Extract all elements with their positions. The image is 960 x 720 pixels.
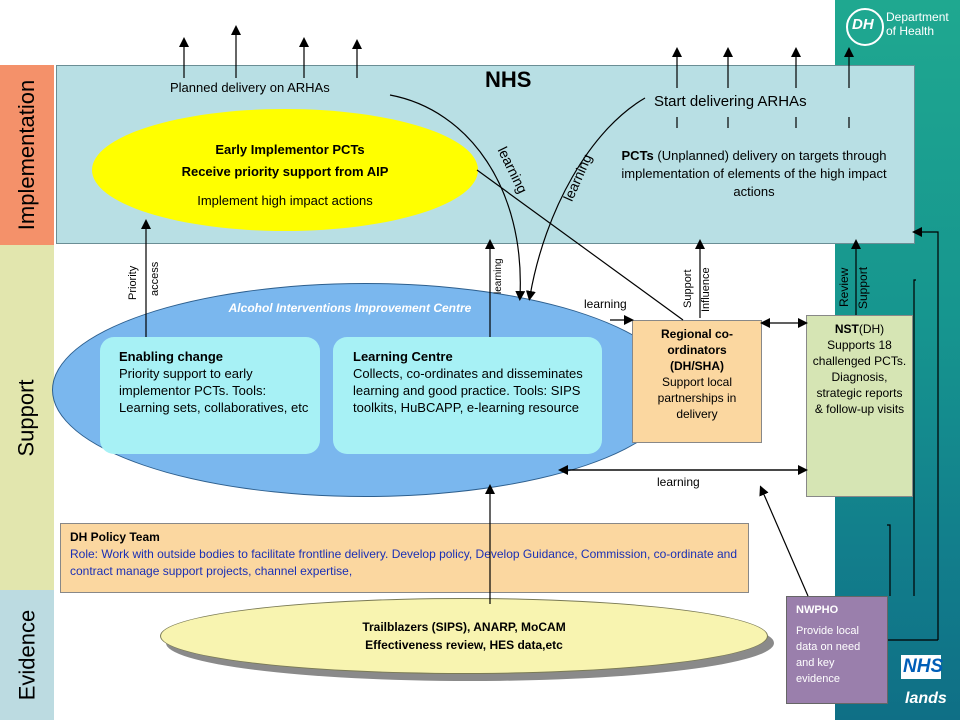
implementation-band (0, 65, 54, 245)
learning-mid-label: learning (584, 297, 627, 311)
support-band (0, 245, 54, 590)
regional-body: Support local partnerships in delivery (657, 375, 737, 421)
dh-mark-icon: DH (846, 8, 884, 46)
dh-wordmark-line1: Department (886, 10, 949, 24)
early-implementor-body: Implement high impact actions (197, 193, 373, 208)
regional-title: Regional co-ordinators (DH/SHA) (660, 327, 733, 373)
early-implementor-title: Early Implementor PCTs (215, 142, 365, 157)
nst-title-rest: (DH) (858, 322, 885, 336)
nst-title-bold: NST (834, 322, 859, 336)
nst-title: NST(DH) (811, 321, 908, 337)
start-delivering-arrows (672, 47, 854, 128)
regional-coordinators-box: Regional co-ordinators (DH/SHA) Support … (632, 320, 762, 443)
region-fragment: lands (905, 690, 947, 707)
evidence-ellipse (160, 598, 768, 674)
policy-body: Role: Work with outside bodies to facili… (70, 547, 737, 578)
evidence-line1: Trailblazers (SIPS), ANARP, MoCAM (362, 620, 566, 634)
learning-centre-body: Collects, co-ordinates and disseminates … (353, 366, 583, 415)
early-implementor-subtitle: Receive priority support from AIP (181, 164, 389, 179)
learning-curves (389, 94, 684, 321)
learning-centre-title: Learning Centre (353, 349, 453, 364)
enabling-change-title: Enabling change (119, 349, 224, 364)
planned-delivery-label: Planned delivery on ARHAs (170, 80, 330, 95)
aic-title: Alcohol Interventions Improvement Centre (228, 301, 472, 315)
pcts-unplanned-text: PCTs (Unplanned) delivery on targets thr… (600, 147, 908, 201)
nhs-logo: NHS (901, 655, 944, 679)
start-delivering-label: Start delivering ARHAs (654, 93, 807, 110)
nwpho-title: NWPHO (796, 604, 839, 616)
right-feedback-connectors (759, 227, 939, 641)
nhs-title: NHS (485, 67, 532, 92)
dh-mark-text: DH (852, 16, 874, 33)
policy-title: DH Policy Team (70, 530, 160, 544)
horizontal-connectors (558, 315, 808, 475)
enabling-change-box: Enabling change Priority support to earl… (100, 337, 320, 454)
learning-low-label: learning (657, 475, 700, 489)
learning-centre-box: Learning Centre Collects, co-ordinates a… (333, 337, 602, 454)
enabling-change-body: Priority support to early implementor PC… (119, 366, 309, 415)
early-implementor-ellipse (92, 109, 478, 231)
nwpho-box: NWPHO Provide local data on need and key… (786, 596, 888, 704)
evidence-line2: Effectiveness review, HES data,etc (365, 638, 563, 652)
policy-team-box: DH Policy Team Role: Work with outside b… (60, 523, 749, 593)
planned-delivery-arrows (179, 25, 362, 78)
nwpho-body: Provide local data on need and key evide… (796, 625, 861, 685)
nhs-logo-text: NHS (903, 656, 944, 677)
pcts-rest: (Unplanned) delivery on targets through … (621, 148, 887, 199)
pcts-bold: PCTs (621, 148, 654, 163)
nst-box: NST(DH) Supports 18 challenged PCTs. Dia… (806, 315, 913, 497)
dh-wordmark-line2: of Health (886, 24, 935, 38)
vertical-connectors (141, 219, 861, 604)
nst-body: Supports 18 challenged PCTs. Diagnosis, … (812, 338, 907, 416)
evidence-band (0, 590, 54, 720)
